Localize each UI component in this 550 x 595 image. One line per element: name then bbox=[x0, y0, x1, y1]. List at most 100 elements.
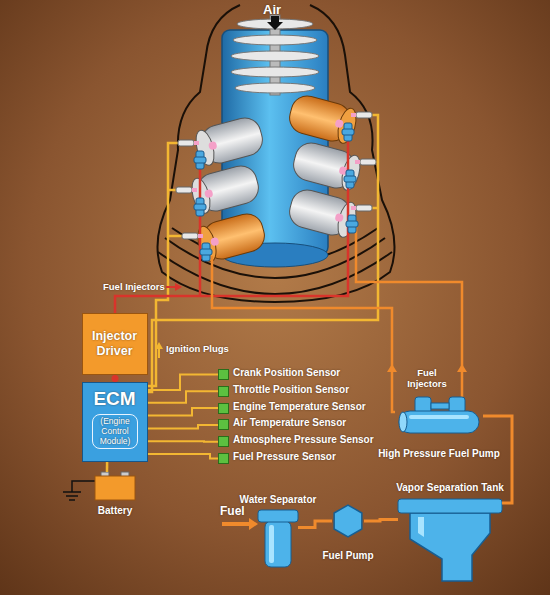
injector bbox=[342, 123, 354, 141]
connector-wire bbox=[298, 521, 332, 527]
cowling-line bbox=[158, 5, 395, 302]
spark-plug bbox=[178, 140, 199, 146]
annotation-label: Fuel bbox=[220, 504, 245, 518]
node-label: High Pressure Fuel Pump bbox=[369, 448, 509, 459]
ignition-arrow bbox=[158, 348, 160, 358]
combustion-point bbox=[210, 237, 220, 247]
right-cylinder-bank bbox=[286, 92, 364, 240]
cylinder bbox=[290, 139, 364, 193]
connector-wire bbox=[364, 520, 398, 522]
fuel-inlet-arrow bbox=[222, 522, 250, 526]
pulley-stack bbox=[231, 19, 319, 93]
separator-bowl bbox=[265, 521, 291, 567]
plug-body bbox=[360, 159, 376, 165]
ecm-box: ECM(Engine Control Module) bbox=[82, 382, 148, 462]
pulley-disc bbox=[231, 67, 319, 77]
separator-highlight bbox=[269, 525, 274, 563]
connector-wire bbox=[148, 440, 218, 442]
fuel-rail bbox=[212, 256, 395, 412]
annotation-label: Air bbox=[263, 2, 281, 17]
combustion-point bbox=[208, 141, 218, 151]
node-label: Vapor Separation Tank bbox=[388, 482, 512, 493]
tank-cap bbox=[398, 499, 502, 513]
ground-bar bbox=[69, 499, 75, 501]
fuel-rail bbox=[356, 226, 462, 397]
cowling-outline bbox=[158, 5, 395, 302]
pump-highlight bbox=[409, 415, 469, 419]
node-label: Injector Driver bbox=[83, 314, 146, 373]
injector-wire bbox=[199, 160, 202, 296]
cylinder bbox=[194, 210, 268, 264]
tank-body bbox=[410, 513, 490, 581]
node-label: Atmosphere Pressure Sensor bbox=[233, 434, 374, 445]
pump-end bbox=[399, 412, 407, 432]
cylinder-head bbox=[193, 128, 218, 167]
ignition-arrow-head bbox=[155, 342, 163, 349]
shape-outline bbox=[398, 499, 502, 581]
battery-symbol: Battery bbox=[95, 472, 135, 500]
injector-collar bbox=[346, 221, 358, 227]
plug-body bbox=[182, 233, 198, 239]
separator-symbol: Water Separator bbox=[258, 510, 298, 568]
sensor-marker: Crank Position Sensor bbox=[218, 369, 229, 380]
spark-plug bbox=[182, 233, 203, 239]
sensor-marker: Air Temperature Sensor bbox=[218, 419, 229, 430]
fuel-inlet-arrow-head bbox=[249, 518, 258, 530]
fuel-injector-arrow-head bbox=[457, 364, 467, 372]
plug-tip bbox=[351, 206, 356, 210]
sensor-marker: Atmosphere Pressure Sensor bbox=[218, 436, 229, 447]
pulley-disc bbox=[235, 83, 315, 93]
injector bbox=[194, 198, 206, 216]
shape-outline bbox=[258, 510, 298, 568]
pulley-disc bbox=[233, 35, 317, 45]
cylinder-head bbox=[195, 224, 220, 263]
plug-tip bbox=[351, 113, 356, 117]
ignition-wires bbox=[148, 115, 378, 392]
spark-plug bbox=[351, 205, 372, 211]
connector-wire bbox=[106, 462, 109, 472]
injector bbox=[344, 170, 356, 188]
node-label: Air Temperature Sensor bbox=[233, 417, 346, 428]
node-label: Water Separator bbox=[226, 494, 330, 505]
injector-collar bbox=[342, 129, 354, 135]
combustion-point bbox=[334, 213, 344, 223]
ignition-wire bbox=[148, 115, 378, 392]
pulley-disc bbox=[231, 51, 319, 61]
shape-outline bbox=[95, 472, 135, 500]
injector-arrow-head bbox=[175, 283, 182, 291]
plug-body bbox=[176, 187, 192, 193]
node-label: Crank Position Sensor bbox=[233, 367, 340, 378]
driver-box: Injector Driver bbox=[82, 313, 148, 375]
pump-body bbox=[399, 411, 479, 433]
node-label: Engine Temperature Sensor bbox=[233, 401, 366, 412]
sensor-marker: Throttle Position Sensor bbox=[218, 386, 229, 397]
plug-body bbox=[356, 205, 372, 211]
connector-wire bbox=[148, 425, 218, 429]
connector-wire bbox=[114, 375, 117, 382]
injector bbox=[194, 151, 206, 169]
connector-wire bbox=[148, 408, 218, 416]
plug-tip bbox=[194, 141, 199, 145]
injector-collar bbox=[194, 157, 206, 163]
fuel-rails bbox=[212, 226, 462, 412]
plug-tip bbox=[192, 188, 197, 192]
tank-highlight bbox=[418, 517, 424, 537]
annotation-label: Ignition Plugs bbox=[166, 343, 229, 354]
ground-bar bbox=[63, 491, 81, 493]
pump-bridge bbox=[431, 403, 449, 409]
node-label: Fuel Pressure Sensor bbox=[233, 451, 336, 462]
spark-plug bbox=[355, 159, 376, 165]
pump-hexagon bbox=[334, 505, 362, 537]
tank-symbol: Vapor Separation Tank bbox=[398, 499, 502, 581]
injectors bbox=[194, 123, 358, 261]
pump-symbol: High Pressure Fuel Pump bbox=[395, 395, 483, 437]
battery-body bbox=[95, 476, 135, 500]
spark-plug bbox=[351, 112, 372, 118]
cylinder-head bbox=[339, 153, 364, 192]
cylinder bbox=[192, 114, 266, 168]
junction-dot bbox=[112, 375, 119, 382]
sensor-marker: Fuel Pressure Sensor bbox=[218, 453, 229, 464]
ground-bar bbox=[66, 495, 78, 497]
